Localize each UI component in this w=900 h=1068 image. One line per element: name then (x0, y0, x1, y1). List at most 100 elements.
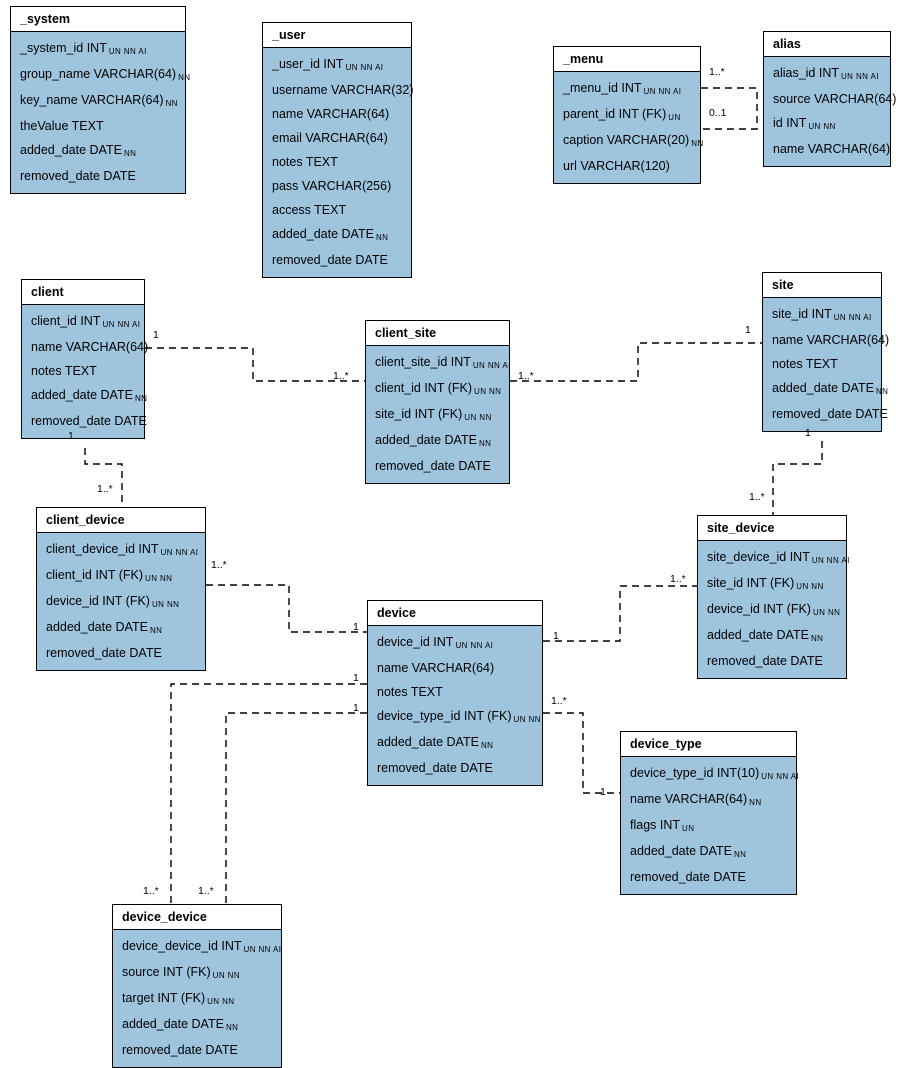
relationship-connector (145, 347, 365, 382)
entity-attribute: key_name VARCHAR(64)NN (11, 88, 185, 114)
attribute-name: _user_id INT (272, 57, 344, 71)
attribute-name: _system_id INT (20, 41, 107, 55)
entity-attribute: notes TEXT (263, 150, 411, 174)
entity-attribute: caption VARCHAR(20)NN (554, 128, 704, 154)
attribute-flags: UN NN (212, 971, 241, 980)
entity-attribute: removed_date DATE (263, 248, 411, 272)
entity-attribute: email VARCHAR(64) (263, 126, 411, 150)
entity-attribute: name VARCHAR(64) (763, 328, 889, 352)
cardinality-label: 1 (553, 630, 559, 642)
attribute-name: notes TEXT (31, 364, 97, 378)
attribute-name: removed_date DATE (46, 646, 162, 660)
attribute-name: source INT (FK) (122, 965, 211, 979)
attribute-name: name VARCHAR(64) (272, 107, 390, 121)
cardinality-label: 1..* (333, 370, 349, 382)
entity-attribute: notes TEXT (22, 359, 144, 383)
relationship-connector (510, 342, 762, 382)
attribute-name: client_id INT (31, 314, 101, 328)
attribute-flags: UN NN (513, 715, 541, 724)
attribute-flags: UN NN (151, 600, 180, 609)
relationship-connector (84, 448, 123, 507)
attribute-name: removed_date DATE (375, 459, 491, 473)
cardinality-label: 1 (805, 427, 811, 439)
entity-attribute: device_type_id INT(10)UN NN AI (621, 761, 800, 787)
attribute-flags: UN NN AI (811, 556, 850, 565)
attribute-flags: UN NN (207, 997, 235, 1006)
entity-title: alias (764, 32, 890, 57)
attribute-name: parent_id INT (FK) (563, 107, 667, 121)
entity-attribute: removed_date DATE (368, 756, 542, 780)
attribute-name: removed_date DATE (31, 414, 147, 428)
attribute-name: added_date DATE (46, 620, 148, 634)
attribute-name: source VARCHAR(64) (773, 92, 897, 106)
attribute-name: key_name VARCHAR(64) (20, 93, 164, 107)
entity-attribute: source VARCHAR(64) (764, 87, 896, 111)
entity-attribute: name VARCHAR(64) (263, 102, 411, 126)
entity-attribute: site_id INT (FK)UN NN (698, 571, 846, 597)
cardinality-label: 1..* (551, 695, 567, 707)
entity-attribute: device_id INT (FK)UN NN (698, 597, 846, 623)
attribute-name: added_date DATE (630, 844, 732, 858)
attribute-flags: UN NN AI (345, 63, 384, 72)
relationship-connector (206, 584, 367, 633)
relationship-connector (543, 712, 620, 794)
attribute-flags: NN (123, 149, 137, 158)
entity-title: site (763, 273, 881, 298)
attribute-name: added_date DATE (20, 143, 122, 157)
attribute-flags: NN (691, 139, 704, 148)
attribute-name: access TEXT (272, 203, 347, 217)
attribute-flags: UN NN (812, 608, 841, 617)
cardinality-label: 1..* (211, 559, 227, 571)
attribute-name: removed_date DATE (122, 1043, 238, 1057)
attribute-name: site_id INT (FK) (707, 576, 795, 590)
entity-attribute: removed_date DATE (366, 454, 509, 478)
attribute-name: target INT (FK) (122, 991, 206, 1005)
attribute-name: removed_date DATE (377, 761, 493, 775)
cardinality-label: 0..1 (709, 107, 727, 119)
entity-attribute: parent_id INT (FK)UN (554, 102, 700, 128)
attribute-name: device_type_id INT (FK) (377, 709, 512, 723)
entity-attribute: notes TEXT (763, 352, 881, 376)
attribute-flags: NN (478, 439, 492, 448)
attribute-name: notes TEXT (377, 685, 443, 699)
entity-attribute: removed_date DATE (763, 402, 888, 426)
cardinality-label: 1 (353, 621, 359, 633)
attribute-flags: UN NN AI (841, 72, 879, 81)
cardinality-label: 1 (353, 672, 359, 684)
cardinality-label: 1..* (709, 66, 725, 78)
attribute-name: alias_id INT (773, 66, 839, 80)
entity-attribute: username VARCHAR(32) (263, 78, 413, 102)
entity-title: _system (11, 7, 185, 32)
attribute-name: flags INT (630, 818, 681, 832)
attribute-name: site_device_id INT (707, 550, 810, 564)
relationship-connector (170, 683, 367, 904)
attribute-name: added_date DATE (377, 735, 479, 749)
attribute-flags: NN (375, 233, 389, 242)
attribute-flags: UN NN AI (761, 772, 800, 781)
entity-title: client (22, 280, 144, 305)
entity-attribute: device_id INT (FK)UN NN (37, 589, 205, 615)
